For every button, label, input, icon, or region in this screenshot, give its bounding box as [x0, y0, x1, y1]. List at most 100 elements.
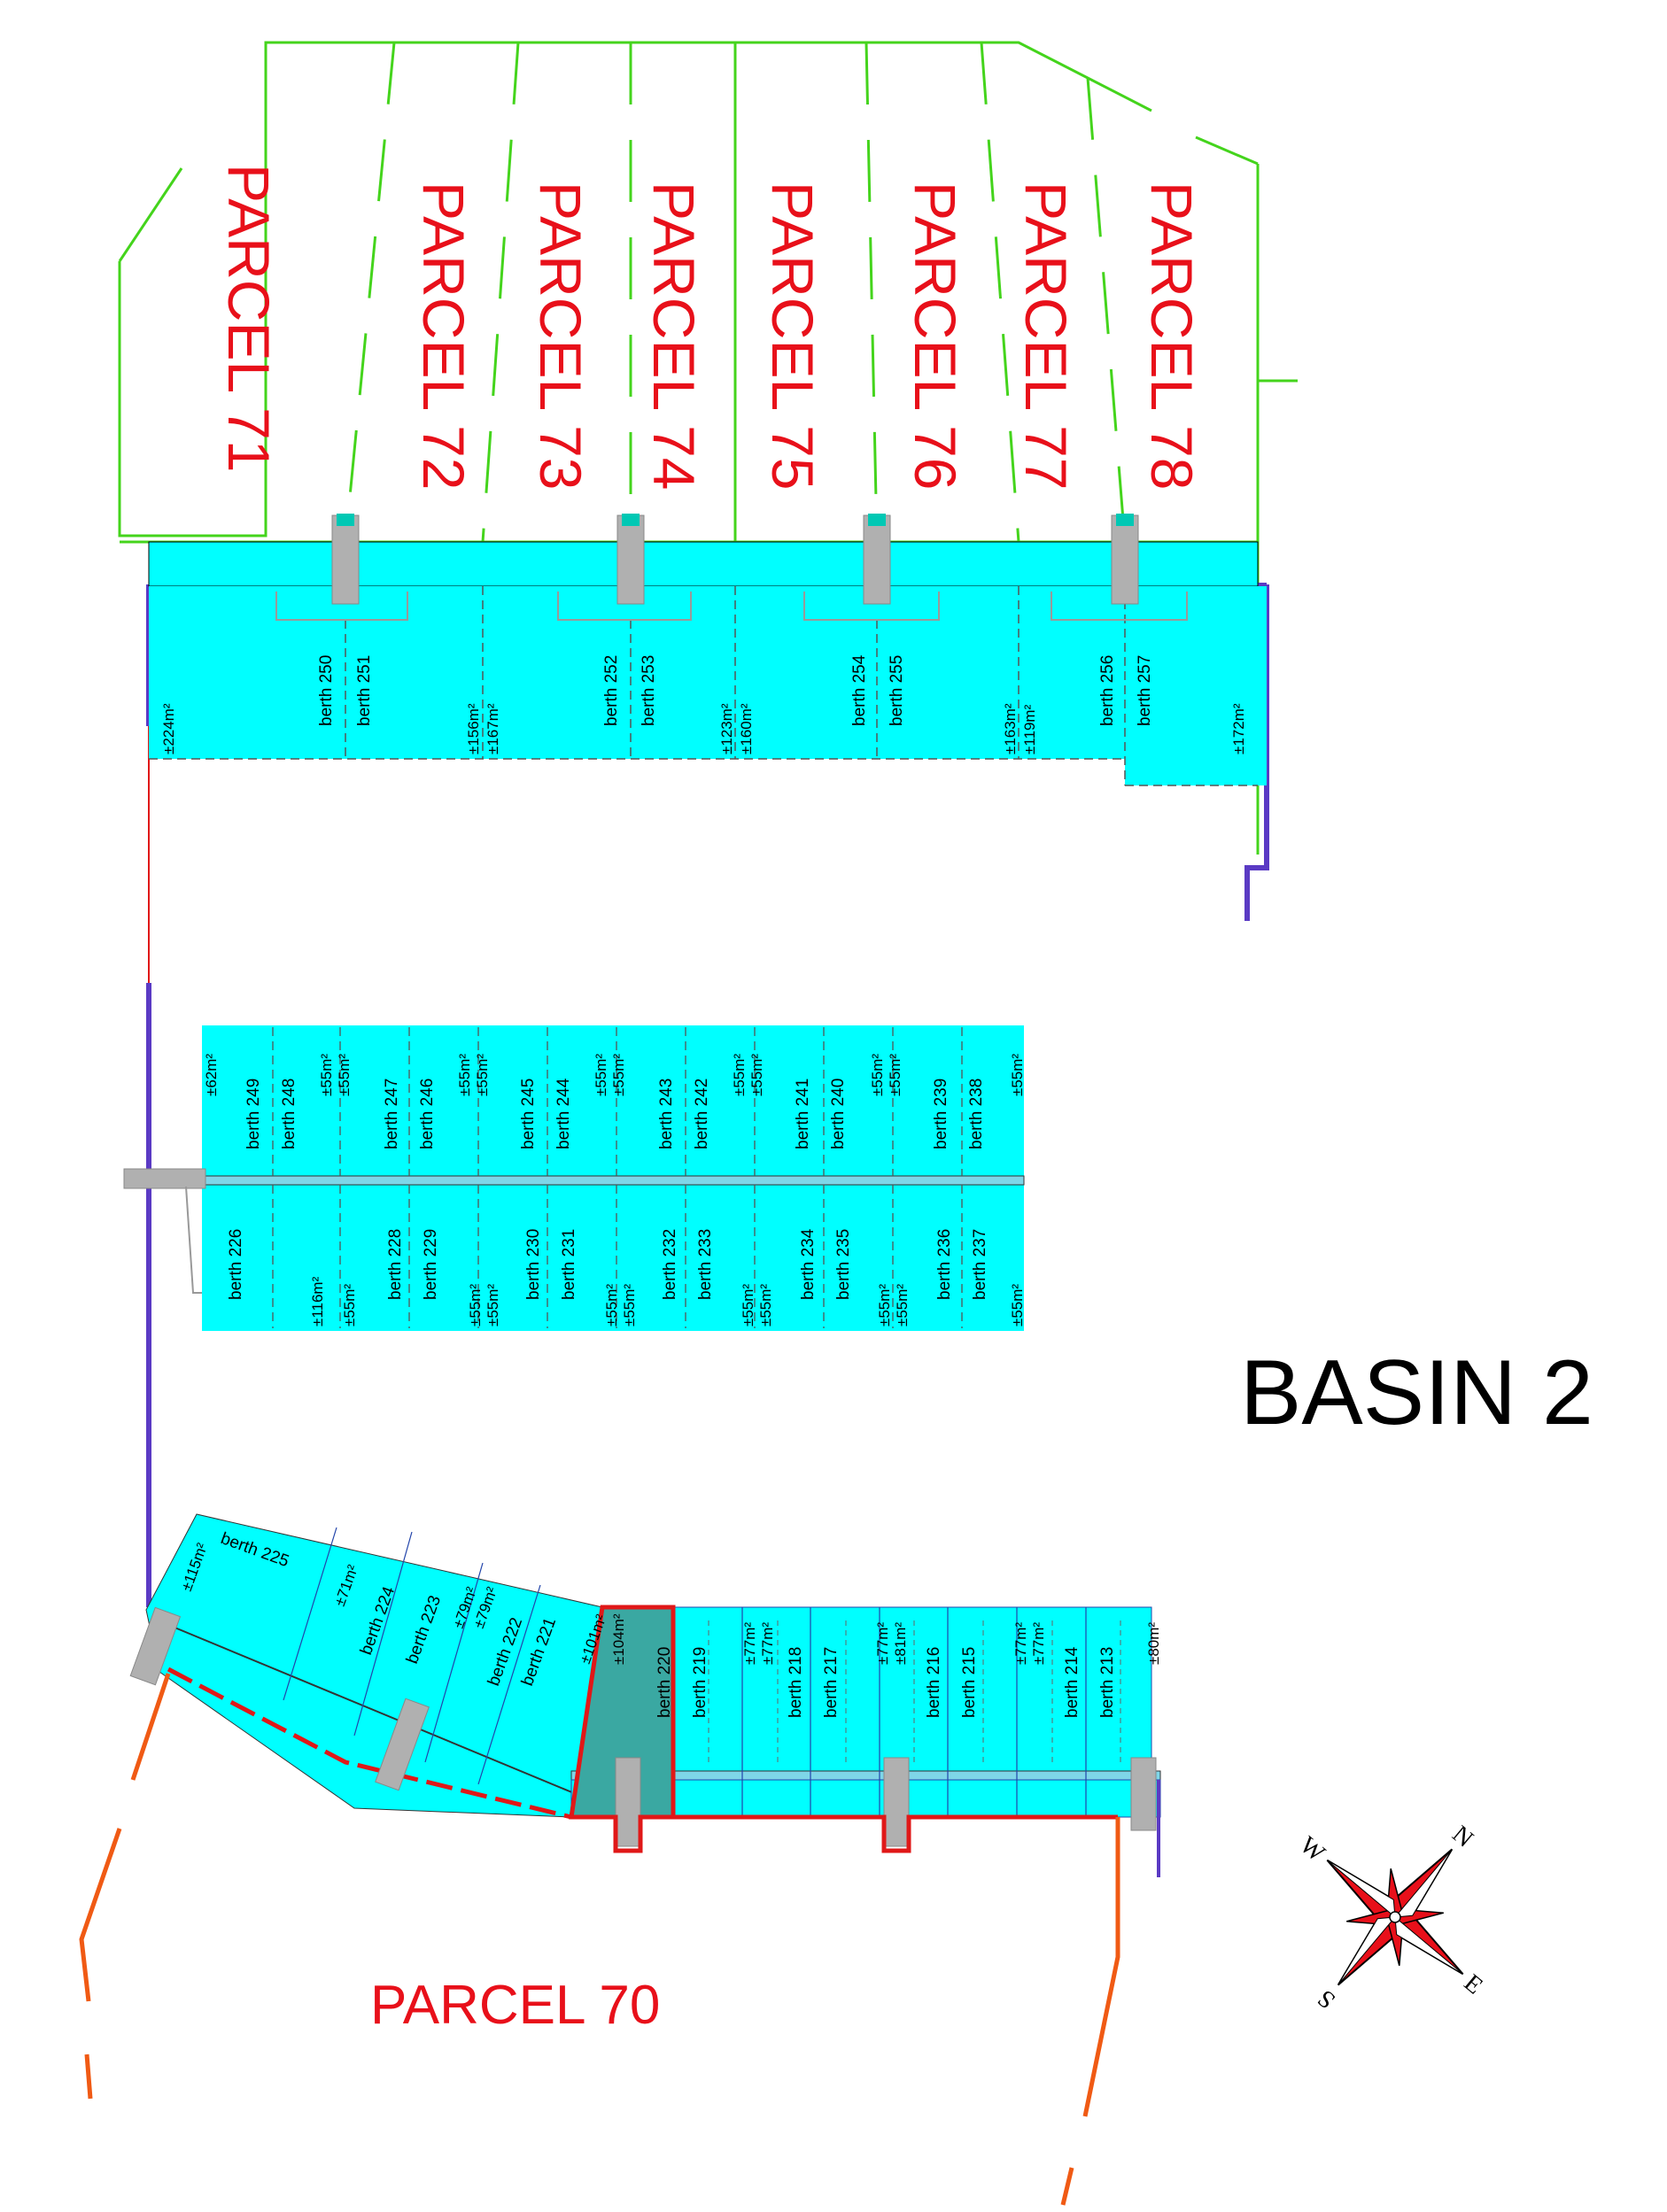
area-label: ±55m²	[1009, 1284, 1026, 1326]
berth-label-254: berth 254	[850, 654, 869, 726]
angled-divider	[477, 1584, 541, 1785]
top-pontoon-area: berth 250 berth 251 berth 252 berth 253 …	[148, 514, 1267, 786]
parcel-label-78: PARCEL 78	[1139, 182, 1205, 491]
berth-label: berth 244	[554, 1078, 573, 1149]
gangway	[1111, 514, 1139, 605]
area-label: ±55m²	[621, 1284, 638, 1326]
angled-gangway	[129, 1606, 182, 1686]
parcel-70-boundary	[79, 1828, 122, 2002]
area-label: ±55m²	[593, 1054, 609, 1096]
parcel-label-73: PARCEL 73	[528, 182, 593, 491]
area-label: ±81m²	[892, 1622, 909, 1665]
berth-label: berth 217	[822, 1647, 841, 1718]
area-label: ±55m²	[467, 1284, 484, 1326]
berth-label: berth 234	[799, 1228, 818, 1300]
area-label: ±224m²	[160, 703, 177, 754]
area-label: ±156m²	[465, 703, 482, 754]
area-label: ±55m²	[336, 1054, 353, 1096]
parcel-divider-77	[980, 42, 1020, 543]
parcel-70-boundary	[84, 2053, 93, 2100]
area-label: ±119m²	[1021, 704, 1038, 754]
top-water-strip	[148, 541, 1259, 587]
berth-label: berth 246	[418, 1079, 437, 1149]
berth-label: berth 245	[519, 1079, 538, 1149]
berth-label-257: berth 257	[1136, 655, 1154, 726]
compass-n: N	[1447, 1821, 1478, 1853]
berth-label: berth 239	[932, 1079, 950, 1149]
middle-gangway-arm	[185, 1186, 202, 1294]
area-label: ±55m²	[485, 1284, 501, 1326]
berth-label: berth 249	[244, 1079, 263, 1149]
area-label: ±62m²	[203, 1054, 220, 1096]
berth-label-256: berth 256	[1098, 655, 1117, 726]
parcel-divider-78	[1086, 77, 1127, 543]
berth-label: berth 228	[386, 1229, 405, 1300]
area-label: ±55m²	[456, 1054, 473, 1096]
finger-pier	[1051, 592, 1188, 621]
compass-star-half	[1337, 1916, 1397, 1985]
angled-divider	[424, 1562, 484, 1763]
parcel-label-72: PARCEL 72	[411, 182, 477, 491]
berth-label: berth 243	[657, 1079, 676, 1149]
area-label: ±55m²	[1009, 1054, 1026, 1096]
berth-label-255: berth 255	[888, 655, 906, 726]
gangway-head	[868, 514, 886, 526]
bottom-gangway	[615, 1757, 641, 1847]
berth-label: berth 226	[227, 1229, 245, 1300]
area-label: ±55m²	[887, 1054, 903, 1096]
berth-label: berth 237	[971, 1229, 989, 1300]
area-label: ±167m²	[485, 703, 501, 754]
berth-label: berth 233	[696, 1229, 715, 1300]
gangway-head	[622, 514, 640, 526]
area-label: ±77m²	[741, 1622, 758, 1665]
berth-label-251: berth 251	[355, 655, 374, 726]
parcel-label-77: PARCEL 77	[1013, 182, 1079, 491]
area-label: ±55m²	[731, 1054, 748, 1096]
compass-w: W	[1294, 1831, 1330, 1868]
berth-label: berth 248	[280, 1079, 299, 1149]
berth-label: berth 241	[794, 1079, 812, 1149]
parcel-70-boundary	[130, 1673, 171, 1781]
bottom-shore-orange-tail	[1060, 2167, 1074, 2206]
parcel-divider-76	[865, 42, 879, 543]
area-label: ±80m²	[1145, 1622, 1162, 1665]
area-label: ±123m²	[718, 703, 735, 754]
area-label: ±55m²	[341, 1284, 358, 1326]
top-berth-zone	[149, 586, 1267, 759]
berth-label: berth 238	[967, 1079, 986, 1149]
parcel-divider-72	[344, 42, 396, 543]
area-label: ±55m²	[610, 1054, 627, 1096]
area-label: ±55m²	[603, 1284, 620, 1326]
angled-gangway	[375, 1698, 430, 1791]
berth-label: berth 213	[1098, 1647, 1117, 1718]
area-label: ±77m²	[874, 1622, 891, 1665]
angled-divider	[353, 1531, 413, 1736]
area-label: ±55m²	[757, 1284, 774, 1326]
berth-label-252: berth 252	[602, 655, 621, 726]
bottom-berth-zone	[601, 1606, 1152, 1798]
compass-center	[1389, 1911, 1401, 1923]
parcel-label-76: PARCEL 76	[903, 182, 968, 491]
gangway-head	[337, 514, 354, 526]
berth-label: berth 235	[834, 1229, 853, 1300]
area-label: ±116m²	[309, 1276, 326, 1326]
area-label: ±55m²	[318, 1054, 335, 1096]
basin-label: BASIN 2	[1240, 1342, 1593, 1444]
area-label: ±77m²	[1012, 1622, 1029, 1665]
berth-label: berth 242	[693, 1079, 711, 1149]
parcel-label-71: PARCEL 71	[216, 164, 282, 473]
gangway	[863, 514, 891, 605]
bottom-shore-orange	[1082, 1817, 1120, 2117]
finger-pier	[275, 592, 408, 621]
gangway	[616, 514, 645, 605]
bottom-angled-shore	[167, 1667, 572, 1820]
parcel-labels: PARCEL 71 PARCEL 72 PARCEL 73 PARCEL 74 …	[216, 164, 1205, 491]
bottom-shore-red	[571, 1814, 1118, 1853]
compass-star-half	[1394, 1915, 1463, 1975]
area-label: ±77m²	[759, 1622, 776, 1665]
area-label: ±55m²	[740, 1284, 756, 1326]
berth-label: berth 230	[524, 1229, 543, 1300]
area-label: ±55m²	[474, 1054, 491, 1096]
